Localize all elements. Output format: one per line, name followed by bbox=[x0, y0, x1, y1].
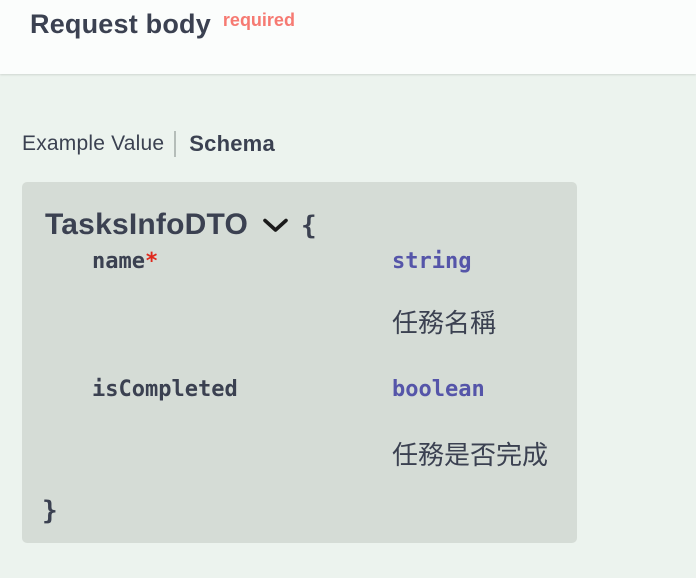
model-title: TasksInfoDTO bbox=[45, 208, 248, 241]
property-name: name* bbox=[92, 248, 392, 276]
open-brace: { bbox=[301, 211, 317, 241]
tab-example-value[interactable]: Example Value bbox=[22, 132, 165, 155]
tab-schema[interactable]: Schema bbox=[189, 131, 275, 156]
model-tabs: Example Value Schema bbox=[22, 131, 696, 157]
section-title: Request body bbox=[30, 9, 211, 39]
close-brace: } bbox=[42, 496, 58, 526]
opblock-body: Example Value Schema TasksInfoDTO { name… bbox=[0, 74, 696, 543]
property-type: string bbox=[392, 249, 472, 274]
property-table: name* string 任務名稱 isCompleted boolean 任務… bbox=[92, 248, 557, 486]
required-star-icon: * bbox=[144, 249, 159, 274]
property-description: 任務名稱 bbox=[392, 308, 497, 338]
property-type: boolean bbox=[392, 377, 485, 402]
property-name-text: name bbox=[92, 249, 145, 274]
close-brace-row: } bbox=[42, 496, 557, 530]
property-name: isCompleted bbox=[92, 377, 238, 402]
chevron-down-icon[interactable] bbox=[262, 217, 289, 239]
required-badge: required bbox=[222, 10, 295, 30]
property-description: 任務是否完成 bbox=[392, 440, 549, 470]
model-box: TasksInfoDTO { name* string 任務名稱 isCompl… bbox=[22, 182, 577, 543]
tab-divider bbox=[174, 131, 177, 157]
request-body-header: Request body required bbox=[0, 0, 696, 74]
model-toggle[interactable]: TasksInfoDTO { bbox=[45, 206, 557, 244]
